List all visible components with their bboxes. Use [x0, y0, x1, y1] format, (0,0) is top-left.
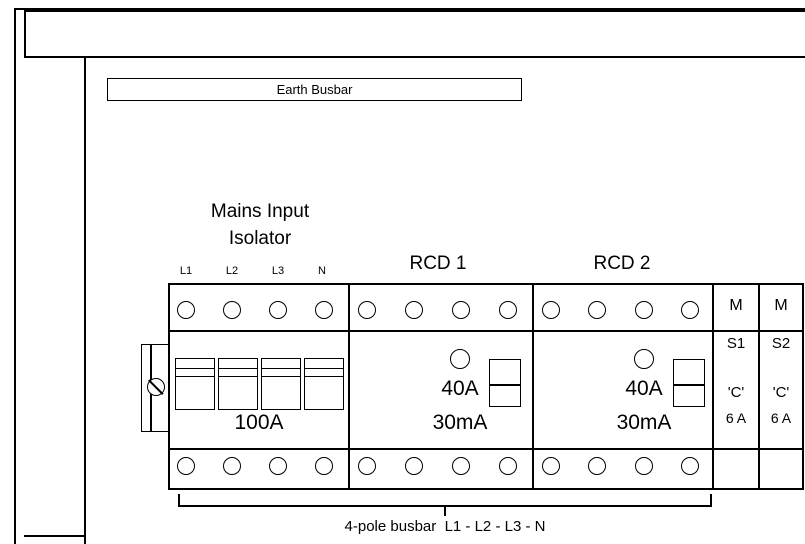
terminal-screw-icon	[499, 457, 517, 475]
rcd1-switch-line	[490, 384, 520, 386]
rcd2-switch-line	[674, 384, 704, 386]
module1-id: S1	[726, 335, 746, 352]
terminal-screw-icon	[452, 457, 470, 475]
earth-busbar: Earth Busbar	[107, 78, 522, 101]
breaker-toggle	[305, 368, 343, 377]
breaker-toggle	[176, 368, 214, 377]
rcd1-switch	[489, 359, 521, 407]
module2-curve: 'C'	[772, 384, 790, 401]
module2-rating: 6 A	[770, 410, 792, 426]
breaker-pole	[261, 358, 301, 410]
terminal-screw-icon	[405, 301, 423, 319]
breaker-toggle	[219, 368, 257, 377]
breaker-pole	[175, 358, 215, 410]
phase-label-n: N	[318, 265, 326, 277]
terminal-screw-icon	[177, 457, 195, 475]
divider-rcd1-rcd2	[532, 285, 534, 488]
phase-label-l3: L3	[271, 265, 285, 277]
top-terminal-rail-line	[170, 330, 802, 332]
enclosure-bottom-segment	[24, 535, 85, 537]
module1-rating: 6 A	[725, 410, 747, 426]
breaker-pole	[218, 358, 258, 410]
module1-curve: 'C'	[727, 384, 745, 401]
rcd2-sensitivity: 30mA	[616, 411, 672, 434]
terminal-screw-icon	[499, 301, 517, 319]
terminal-screw-icon	[315, 301, 333, 319]
earth-busbar-label: Earth Busbar	[276, 82, 353, 97]
terminal-screw-icon	[358, 457, 376, 475]
terminal-screw-icon	[269, 301, 287, 319]
busbar-bracket-right-tick	[710, 494, 712, 507]
busbar-caption: 4-pole busbar L1 - L2 - L3 - N	[344, 518, 546, 535]
terminal-screw-icon	[588, 301, 606, 319]
terminal-screw-icon	[269, 457, 287, 475]
terminal-screw-icon	[681, 457, 699, 475]
main-unit: 100A 40A 30mA 40A 30mA M S1 'C' 6 A M S2…	[168, 283, 804, 490]
enclosure-top-line	[14, 8, 805, 10]
module2-type: M	[774, 297, 788, 314]
terminal-screw-icon	[588, 457, 606, 475]
divider-rcd2-module1	[712, 285, 714, 488]
enclosure-top-band	[24, 10, 805, 58]
busbar-bracket-center-tick	[444, 505, 446, 516]
terminal-screw-icon	[635, 301, 653, 319]
isolator-title-line2: Isolator	[228, 228, 292, 249]
terminal-screw-icon	[223, 457, 241, 475]
screw-slash	[148, 379, 164, 395]
terminal-screw-icon	[542, 301, 560, 319]
rcd2-title: RCD 2	[593, 253, 651, 274]
enclosure-left-line	[14, 8, 16, 544]
breaker-toggle	[262, 368, 300, 377]
fixing-screw-icon	[147, 378, 165, 396]
busbar-bracket-left-tick	[178, 494, 180, 507]
phase-label-l1: L1	[179, 265, 193, 277]
terminal-screw-icon	[177, 301, 195, 319]
rcd1-title: RCD 1	[409, 253, 467, 274]
rcd2-rating: 40A	[625, 377, 663, 400]
module2-id: S2	[771, 335, 791, 352]
terminal-screw-icon	[542, 457, 560, 475]
isolator-title-line1: Mains Input	[210, 201, 310, 222]
terminal-screw-icon	[223, 301, 241, 319]
terminal-screw-icon	[358, 301, 376, 319]
terminal-screw-icon	[405, 457, 423, 475]
bottom-terminal-rail-line	[170, 448, 802, 450]
terminal-screw-icon	[681, 301, 699, 319]
terminal-screw-icon	[315, 457, 333, 475]
isolator-rating: 100A	[234, 411, 284, 434]
rcd2-test-button	[634, 349, 654, 369]
terminal-screw-icon	[452, 301, 470, 319]
divider-module1-module2	[758, 285, 760, 488]
terminal-screw-icon	[635, 457, 653, 475]
divider-isolator-rcd1	[348, 285, 350, 488]
rcd2-switch	[673, 359, 705, 407]
rcd1-sensitivity: 30mA	[432, 411, 488, 434]
phase-label-l2: L2	[225, 265, 239, 277]
rcd1-rating: 40A	[441, 377, 479, 400]
enclosure-inner-wall	[84, 58, 86, 544]
rcd1-test-button	[450, 349, 470, 369]
breaker-pole	[304, 358, 344, 410]
module1-type: M	[729, 297, 743, 314]
